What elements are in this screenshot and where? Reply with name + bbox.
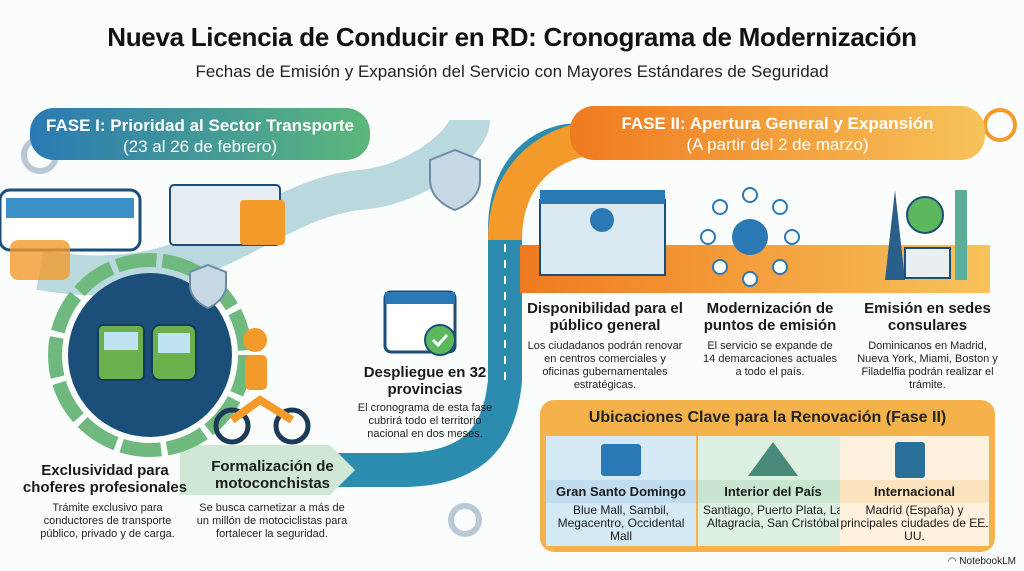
globe-icon: [906, 196, 944, 234]
target-icon: [983, 108, 1017, 142]
phase1-item-text: Se busca carnetizar a más de un millón d…: [196, 502, 348, 540]
phase1-item-heading: Exclusividad para choferes profesionales: [22, 462, 188, 496]
moto-icon: [213, 407, 251, 445]
mountain-icon: [748, 442, 798, 476]
location-name: Gran Santo Domingo: [546, 480, 696, 503]
phase2-item-heading: Emisión en sedes consulares: [864, 300, 991, 334]
location-name: Interior del País: [698, 480, 848, 503]
network-icon: [732, 219, 768, 255]
shield-icon: [429, 148, 481, 212]
check-icon: [424, 324, 456, 356]
phase2-item-heading: Modernización de puntos de emisión: [703, 300, 837, 334]
phase2-item-heading: Disponibilidad para el público general: [527, 300, 683, 334]
phase2-dates: (A partir del 2 de marzo): [686, 135, 869, 154]
phase2-item-text: Dominicanos en Madrid, Nueva York, Miami…: [857, 340, 998, 391]
location-text: Madrid (España) y principales ciudades d…: [840, 503, 989, 543]
eiffel-icon: [885, 190, 905, 280]
phase2-item-text: Los ciudadanos podrán renovar en centros…: [527, 340, 683, 391]
capitol-icon: [904, 247, 951, 279]
brand-logo: ◠ NotebookLM: [947, 556, 1016, 567]
page-title: Nueva Licencia de Conducir en RD: Cronog…: [107, 22, 917, 52]
moto-left: [10, 240, 70, 280]
phase2-title: FASE II: Apertura General y Expansión: [621, 114, 934, 133]
phase1-banner: FASE I: Prioridad al Sector Transporte (…: [30, 108, 370, 160]
location-name: Internacional: [840, 480, 989, 503]
phase2-item-text: El servicio se expande de 14 demarcacion…: [703, 340, 837, 378]
phase1-dates: (23 al 26 de febrero): [122, 137, 278, 156]
vehicles-circle: [48, 253, 252, 457]
phase1-item-heading: Formalización de motoconchistas: [211, 458, 334, 492]
phase1-title: FASE I: Prioridad al Sector Transporte: [46, 116, 354, 135]
phase1-item-text: Trámite exclusivo para conductores de tr…: [40, 502, 175, 540]
phase1-arrow: [180, 445, 355, 495]
locations-title: Ubicaciones Clave para la Renovación (Fa…: [588, 409, 947, 426]
locations-panel: Ubicaciones Clave para la Renovación (Fa…: [540, 400, 995, 552]
shopping-icon: [601, 444, 641, 476]
phase2-banner: FASE II: Apertura General y Expansión (A…: [570, 106, 985, 160]
location-text: Santiago, Puerto Plata, La Altagracia, S…: [702, 503, 844, 530]
location-column: Internacional Madrid (España) y principa…: [840, 436, 989, 546]
phase1-item-heading: Despliegue en 32 provincias: [363, 364, 487, 398]
page-subtitle: Fechas de Emisión y Expansión del Servic…: [195, 62, 829, 81]
location-column: Interior del País Santiago, Puerto Plata…: [698, 436, 848, 546]
location-column: Gran Santo Domingo Blue Mall, Sambil, Me…: [546, 436, 696, 546]
brand-name: NotebookLM: [959, 556, 1016, 567]
passport-icon: [895, 442, 925, 478]
location-text: Blue Mall, Sambil, Megacentro, Occidenta…: [557, 503, 685, 543]
liberty-icon: [955, 190, 967, 280]
phase1-item-text: El cronograma de esta fase cubrirá todo …: [357, 402, 493, 440]
